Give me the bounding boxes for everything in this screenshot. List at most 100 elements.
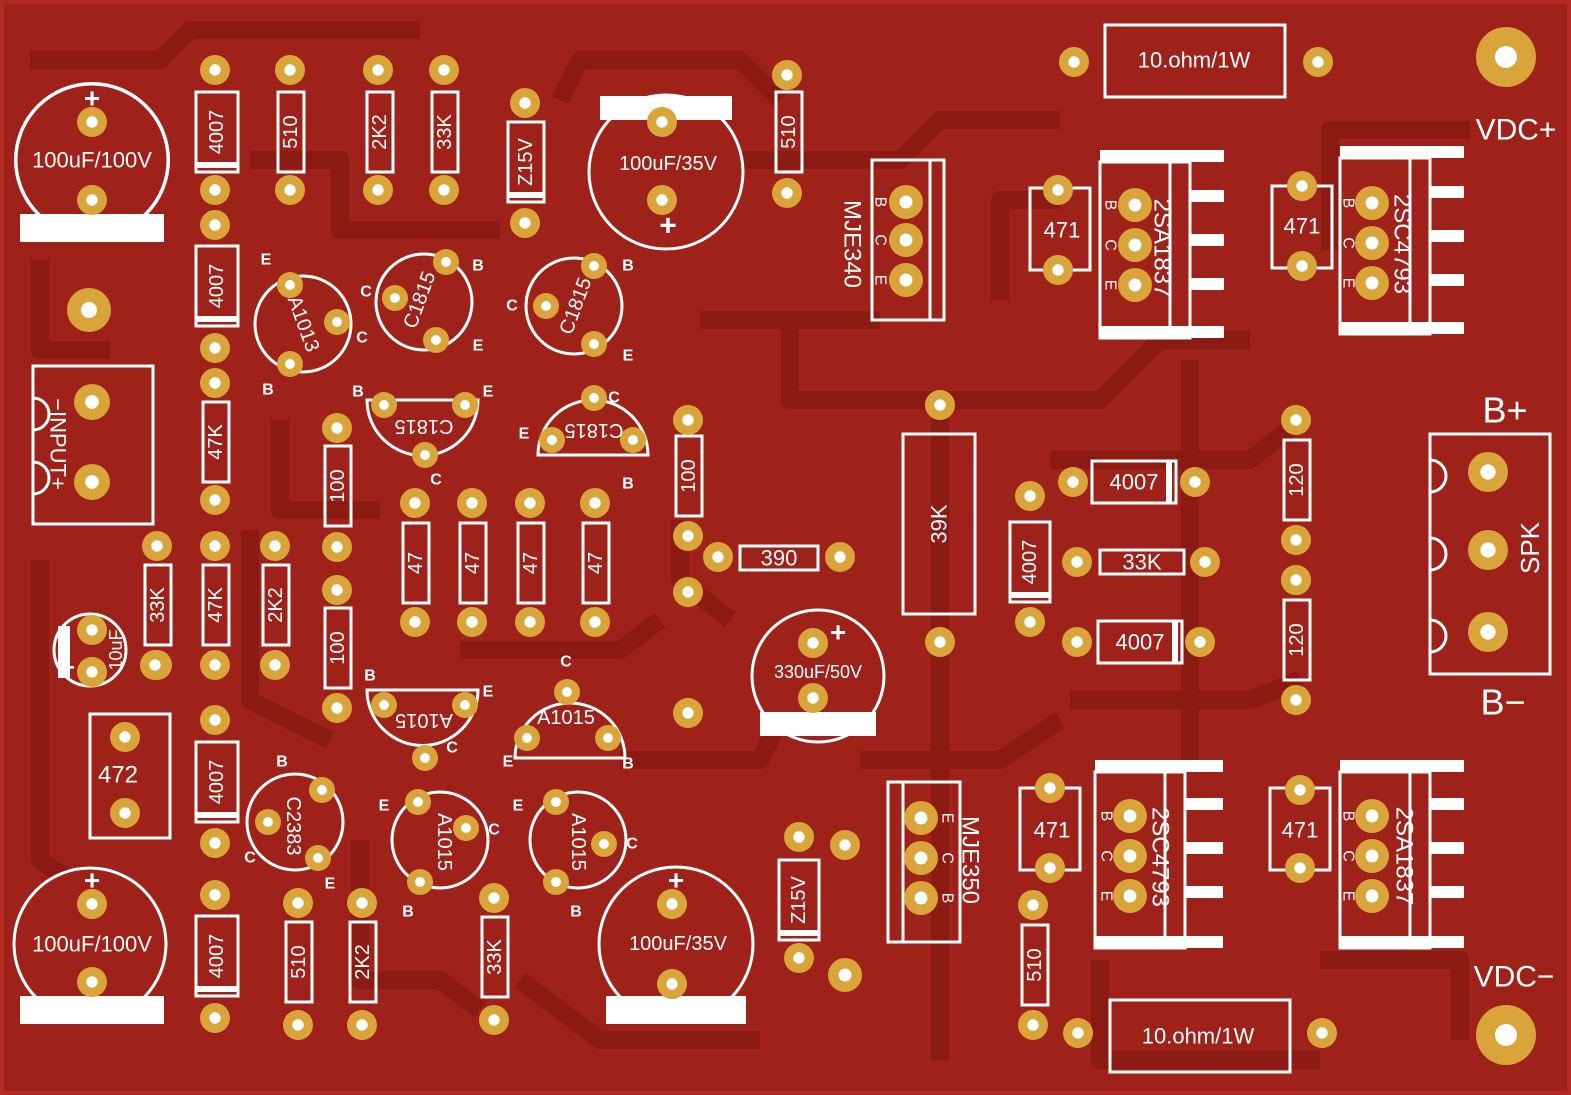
drill-hole <box>522 733 532 743</box>
silk-label: 120 <box>1286 463 1308 496</box>
silk-label: 10uF <box>106 629 126 670</box>
silk-label: C <box>1340 850 1357 862</box>
drill-hole <box>1128 278 1142 292</box>
drill-hole <box>209 219 221 231</box>
silk-label: 330uF/50V <box>774 662 862 682</box>
resistor-body <box>261 563 291 647</box>
drill-hole <box>284 184 296 196</box>
silk-label: E <box>379 798 390 815</box>
drill-hole <box>1365 276 1379 290</box>
silk-label: 100uF/100V <box>32 932 152 957</box>
drill-hole <box>1068 56 1080 68</box>
drill-hole <box>1123 889 1137 903</box>
drill-hole <box>209 342 221 354</box>
resistor-body <box>774 90 804 174</box>
drill-hole <box>390 293 400 303</box>
silk-label: C <box>430 472 442 489</box>
resistor-body <box>201 563 231 647</box>
silk-label: E <box>483 684 494 701</box>
resistor-body <box>365 90 395 174</box>
silk-label: B <box>1340 811 1357 822</box>
silk-label: 2K2 <box>369 114 391 150</box>
silk-label: 4007 <box>206 264 228 309</box>
drill-hole <box>420 450 430 460</box>
capacitor-c2 <box>587 93 745 251</box>
drill-hole <box>409 497 421 509</box>
silk-label: A1015 <box>395 709 453 731</box>
drill-hole <box>331 702 343 714</box>
drill-hole <box>1067 476 1079 488</box>
drill-hole <box>1312 56 1324 68</box>
drill-hole <box>209 659 221 671</box>
silk-label: E <box>261 252 272 269</box>
silk-label: 33K <box>1122 550 1161 575</box>
silk-label: E <box>1340 278 1357 289</box>
drill-hole <box>551 797 561 807</box>
drill-hole <box>331 422 343 434</box>
drill-hole <box>524 616 536 628</box>
drill-hole <box>519 217 531 229</box>
silk-label: C <box>244 850 256 867</box>
resistor-body <box>323 606 353 690</box>
resistor-body <box>430 90 460 174</box>
drill-hole <box>209 1012 221 1024</box>
2sc4793-bottom-outline <box>1093 760 1223 950</box>
drill-hole <box>285 359 295 369</box>
drill-hole <box>420 753 430 763</box>
silk-label: 510 <box>280 115 302 148</box>
mje350-outline <box>886 780 962 944</box>
diode-body <box>1096 619 1184 665</box>
silk-label: 2SC4793 <box>1147 807 1174 907</box>
drill-hole <box>1024 490 1036 502</box>
silk-label: A1015 <box>567 813 589 871</box>
drill-hole <box>656 194 668 206</box>
silk-label: 33K <box>147 587 169 623</box>
input-connector <box>31 364 155 526</box>
resistor-body <box>1020 923 1050 1007</box>
drill-hole <box>209 64 221 76</box>
drill-hole <box>209 889 221 901</box>
silk-label: 47 <box>405 552 427 574</box>
silk-label: 4007 <box>1019 540 1041 585</box>
silk-label: + <box>84 83 100 114</box>
drill-hole <box>209 494 221 506</box>
silk-label: 100 <box>327 631 349 664</box>
drill-hole <box>1044 782 1056 794</box>
silk-label: E <box>1102 280 1119 291</box>
silk-label: + <box>830 617 846 648</box>
silk-label: C <box>626 836 638 853</box>
drill-hole <box>438 184 450 196</box>
drill-hole <box>413 797 423 807</box>
drill-hole <box>914 851 928 865</box>
drill-hole <box>1296 260 1308 272</box>
drill-hole <box>313 853 323 863</box>
drill-hole <box>1052 184 1064 196</box>
silk-label: B <box>402 904 414 921</box>
drill-hole <box>119 807 131 819</box>
capacitor-c4 <box>750 608 886 744</box>
silk-label: C <box>872 234 889 246</box>
sense-resistor-bottom <box>1108 998 1292 1074</box>
drill-hole <box>85 475 99 489</box>
silk-label: C <box>488 822 500 839</box>
drill-hole <box>1316 1027 1328 1039</box>
resistor-body <box>143 563 173 647</box>
drill-hole <box>1365 236 1379 250</box>
drill-hole <box>712 551 724 563</box>
drill-hole <box>86 898 98 910</box>
drill-hole <box>682 414 694 426</box>
drill-hole <box>379 700 389 710</box>
resistor-39k <box>901 432 977 616</box>
drill-hole <box>793 952 805 964</box>
silk-label: A1015 <box>433 813 455 871</box>
drill-hole <box>899 273 913 287</box>
diode-body <box>1090 459 1178 505</box>
silk-label: B <box>939 893 956 904</box>
drill-hole <box>1365 849 1379 863</box>
drill-hole <box>519 97 531 109</box>
drill-hole <box>409 616 421 628</box>
drill-hole <box>209 714 221 726</box>
silk-label: + <box>668 865 684 896</box>
drill-hole <box>1123 849 1137 863</box>
drill-hole <box>1480 464 1496 480</box>
